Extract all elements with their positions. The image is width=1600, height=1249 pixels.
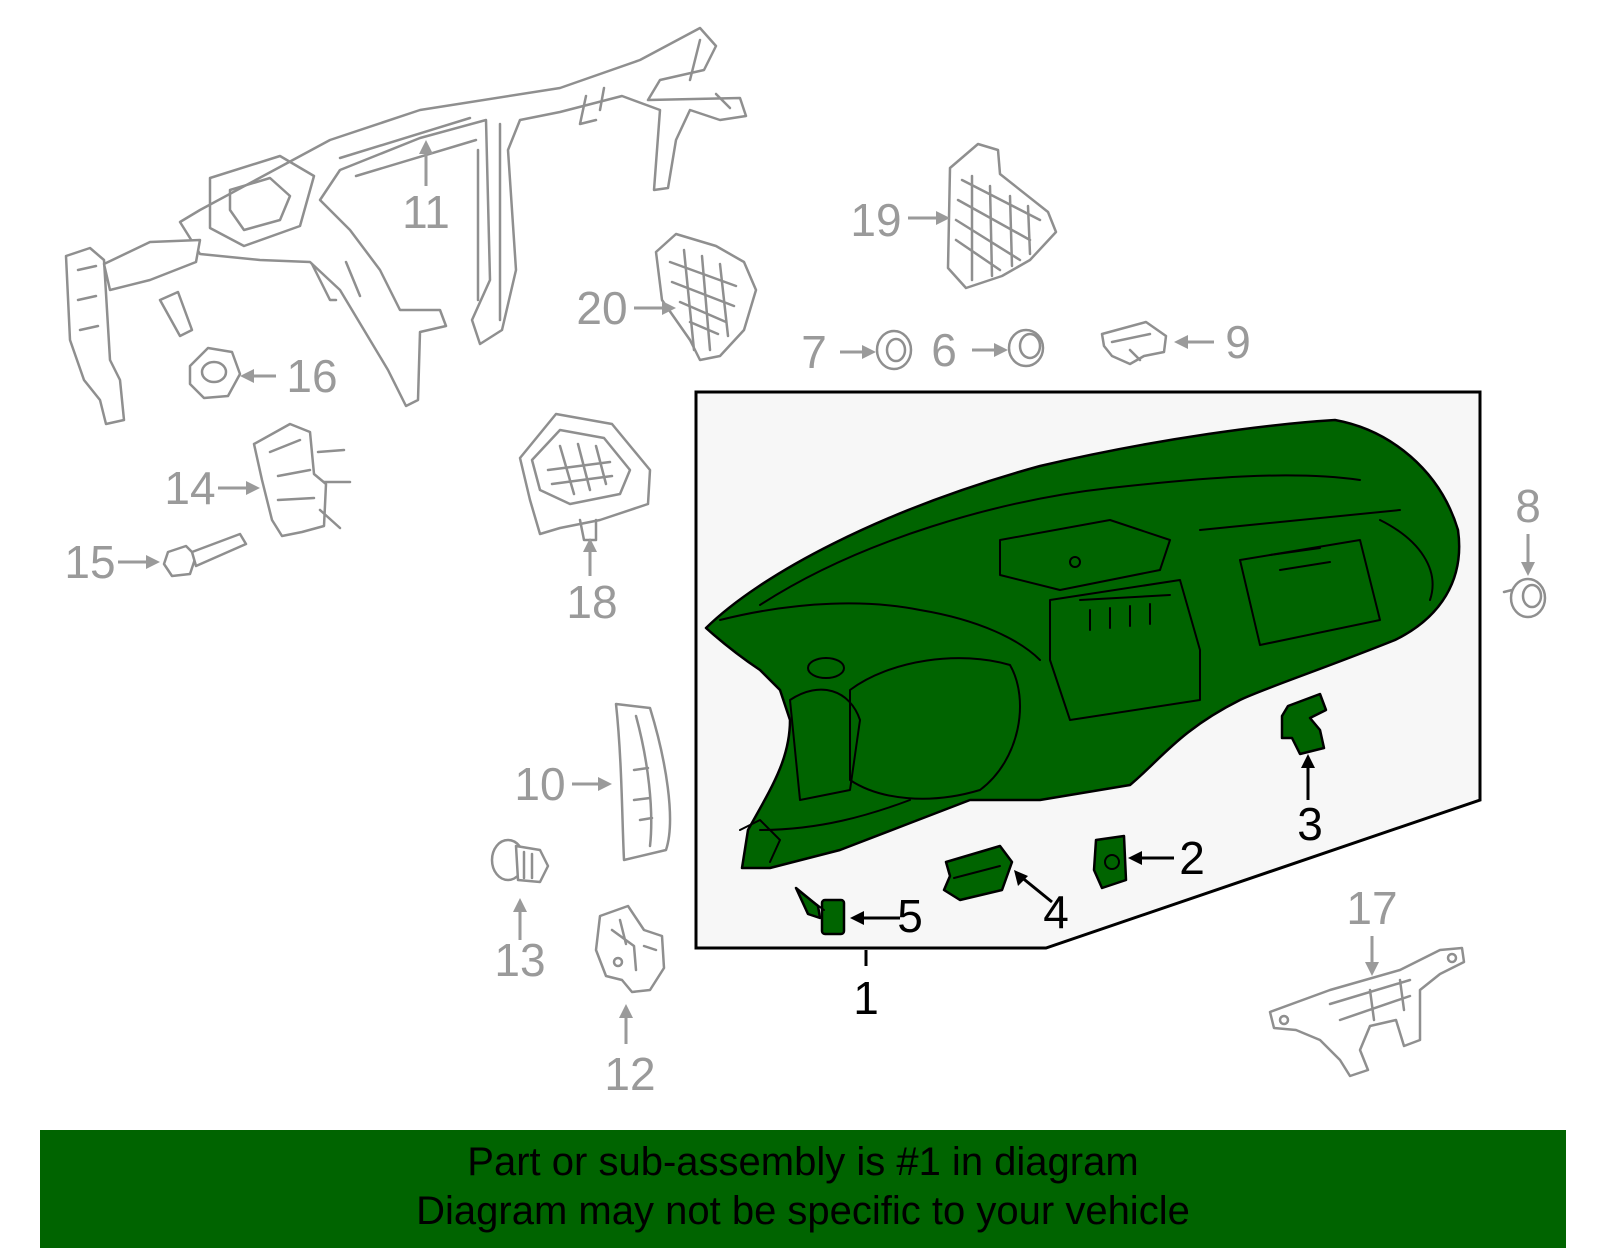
part-13-clip[interactable]: [490, 838, 550, 940]
callout-7: 7: [801, 326, 827, 378]
part-5-bolt-clip[interactable]: [794, 886, 900, 936]
part-1-instrument-panel[interactable]: [704, 418, 1461, 870]
part-4-duct-bracket[interactable]: [942, 844, 1053, 904]
callout-18: 18: [566, 576, 617, 628]
part-9-clip[interactable]: [1100, 320, 1214, 366]
callout-10: 10: [514, 758, 565, 810]
part-14-mount-bracket[interactable]: [218, 422, 352, 538]
callout-12: 12: [604, 1048, 655, 1100]
callout-16: 16: [286, 350, 337, 402]
part-3-bracket[interactable]: [1280, 692, 1328, 800]
callout-4: 4: [1043, 886, 1069, 938]
callout-6: 6: [931, 324, 957, 376]
part-10-end-cap[interactable]: [572, 702, 672, 862]
part-20-grille[interactable]: [634, 232, 758, 362]
part-6-grommet[interactable]: [972, 328, 1045, 368]
part-7-plug[interactable]: [840, 329, 913, 371]
callout-11: 11: [402, 186, 450, 238]
part-11-cross-car-beam[interactable]: [64, 26, 748, 426]
callout-13: 13: [494, 934, 545, 986]
callout-19: 19: [850, 194, 901, 246]
callout-14: 14: [164, 462, 215, 514]
callout-5: 5: [897, 890, 923, 942]
part-8-grommet[interactable]: [1502, 534, 1547, 619]
disclaimer-banner: Part or sub-assembly is #1 in diagram Di…: [40, 1130, 1566, 1248]
callout-9: 9: [1225, 316, 1251, 368]
part-17-support-bracket[interactable]: [1268, 936, 1466, 1078]
part-18-bracket[interactable]: [518, 412, 652, 576]
banner-line-1: Part or sub-assembly is #1 in diagram: [467, 1140, 1139, 1184]
callout-1: 1: [853, 972, 879, 1024]
part-15-bolt[interactable]: [118, 532, 248, 578]
part-19-grille-bracket[interactable]: [908, 142, 1058, 290]
callout-3: 3: [1297, 798, 1323, 850]
callout-2: 2: [1179, 832, 1205, 884]
part-2-clip[interactable]: [1092, 834, 1174, 890]
part-16-nut[interactable]: [188, 346, 276, 400]
callout-15: 15: [64, 536, 115, 588]
callout-17: 17: [1346, 882, 1397, 934]
callout-8: 8: [1515, 480, 1541, 532]
callout-20: 20: [576, 282, 627, 334]
banner-line-2: Diagram may not be specific to your vehi…: [416, 1189, 1190, 1233]
part-12-bracket[interactable]: [594, 904, 666, 1044]
